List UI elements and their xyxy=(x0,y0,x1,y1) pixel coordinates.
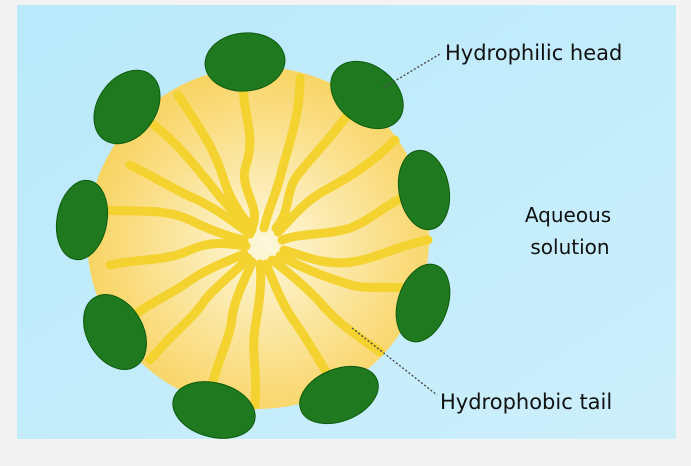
label-hydrophilic-head: Hydrophilic head xyxy=(445,41,622,65)
label-aqueous-line2: solution xyxy=(530,235,609,259)
label-hydrophobic-tail: Hydrophobic tail xyxy=(440,390,612,414)
label-aqueous-line1: Aqueous xyxy=(525,203,611,227)
